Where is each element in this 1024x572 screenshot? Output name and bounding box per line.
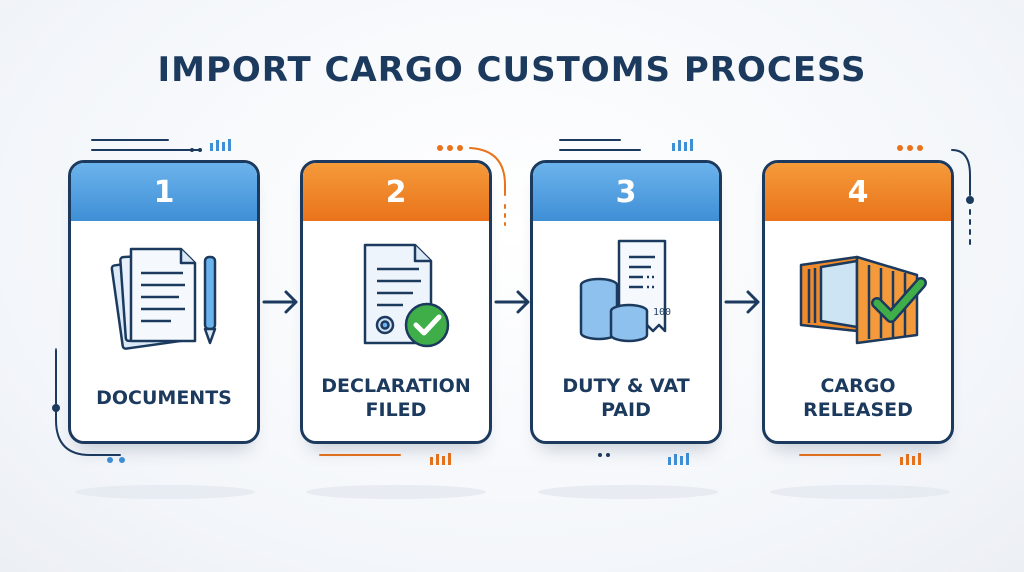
step-number: 2: [303, 163, 489, 221]
step-number: 1: [71, 163, 257, 221]
arrow-right-icon: [494, 290, 530, 314]
step-card-3: 3 100 DUTY & VAT PAID: [530, 160, 722, 444]
declaration-check-icon: [363, 243, 450, 348]
step-label: DECLARATION FILED: [321, 375, 471, 421]
step-number: 3: [533, 163, 719, 221]
page-title: IMPORT CARGO CUSTOMS PROCESS: [157, 50, 867, 90]
step-label: DUTY & VAT PAID: [562, 375, 690, 421]
arrow-right-icon: [724, 290, 760, 314]
coins-receipt-icon: 100: [579, 239, 671, 343]
step-label: DOCUMENTS: [96, 387, 232, 409]
container-check-icon: [799, 255, 927, 345]
documents-pen-icon: [110, 247, 217, 350]
step-card-2: 2 DECLARATION FILED: [300, 160, 492, 444]
step-card-1: 1 DOCUMENTS: [68, 160, 260, 444]
step-label: CARGO RELEASED: [803, 375, 913, 421]
step-number: 4: [765, 163, 951, 221]
receipt-amount: 100: [653, 307, 671, 318]
arrow-right-icon: [262, 290, 298, 314]
step-card-4: 4 CARGO RELEASED: [762, 160, 954, 444]
